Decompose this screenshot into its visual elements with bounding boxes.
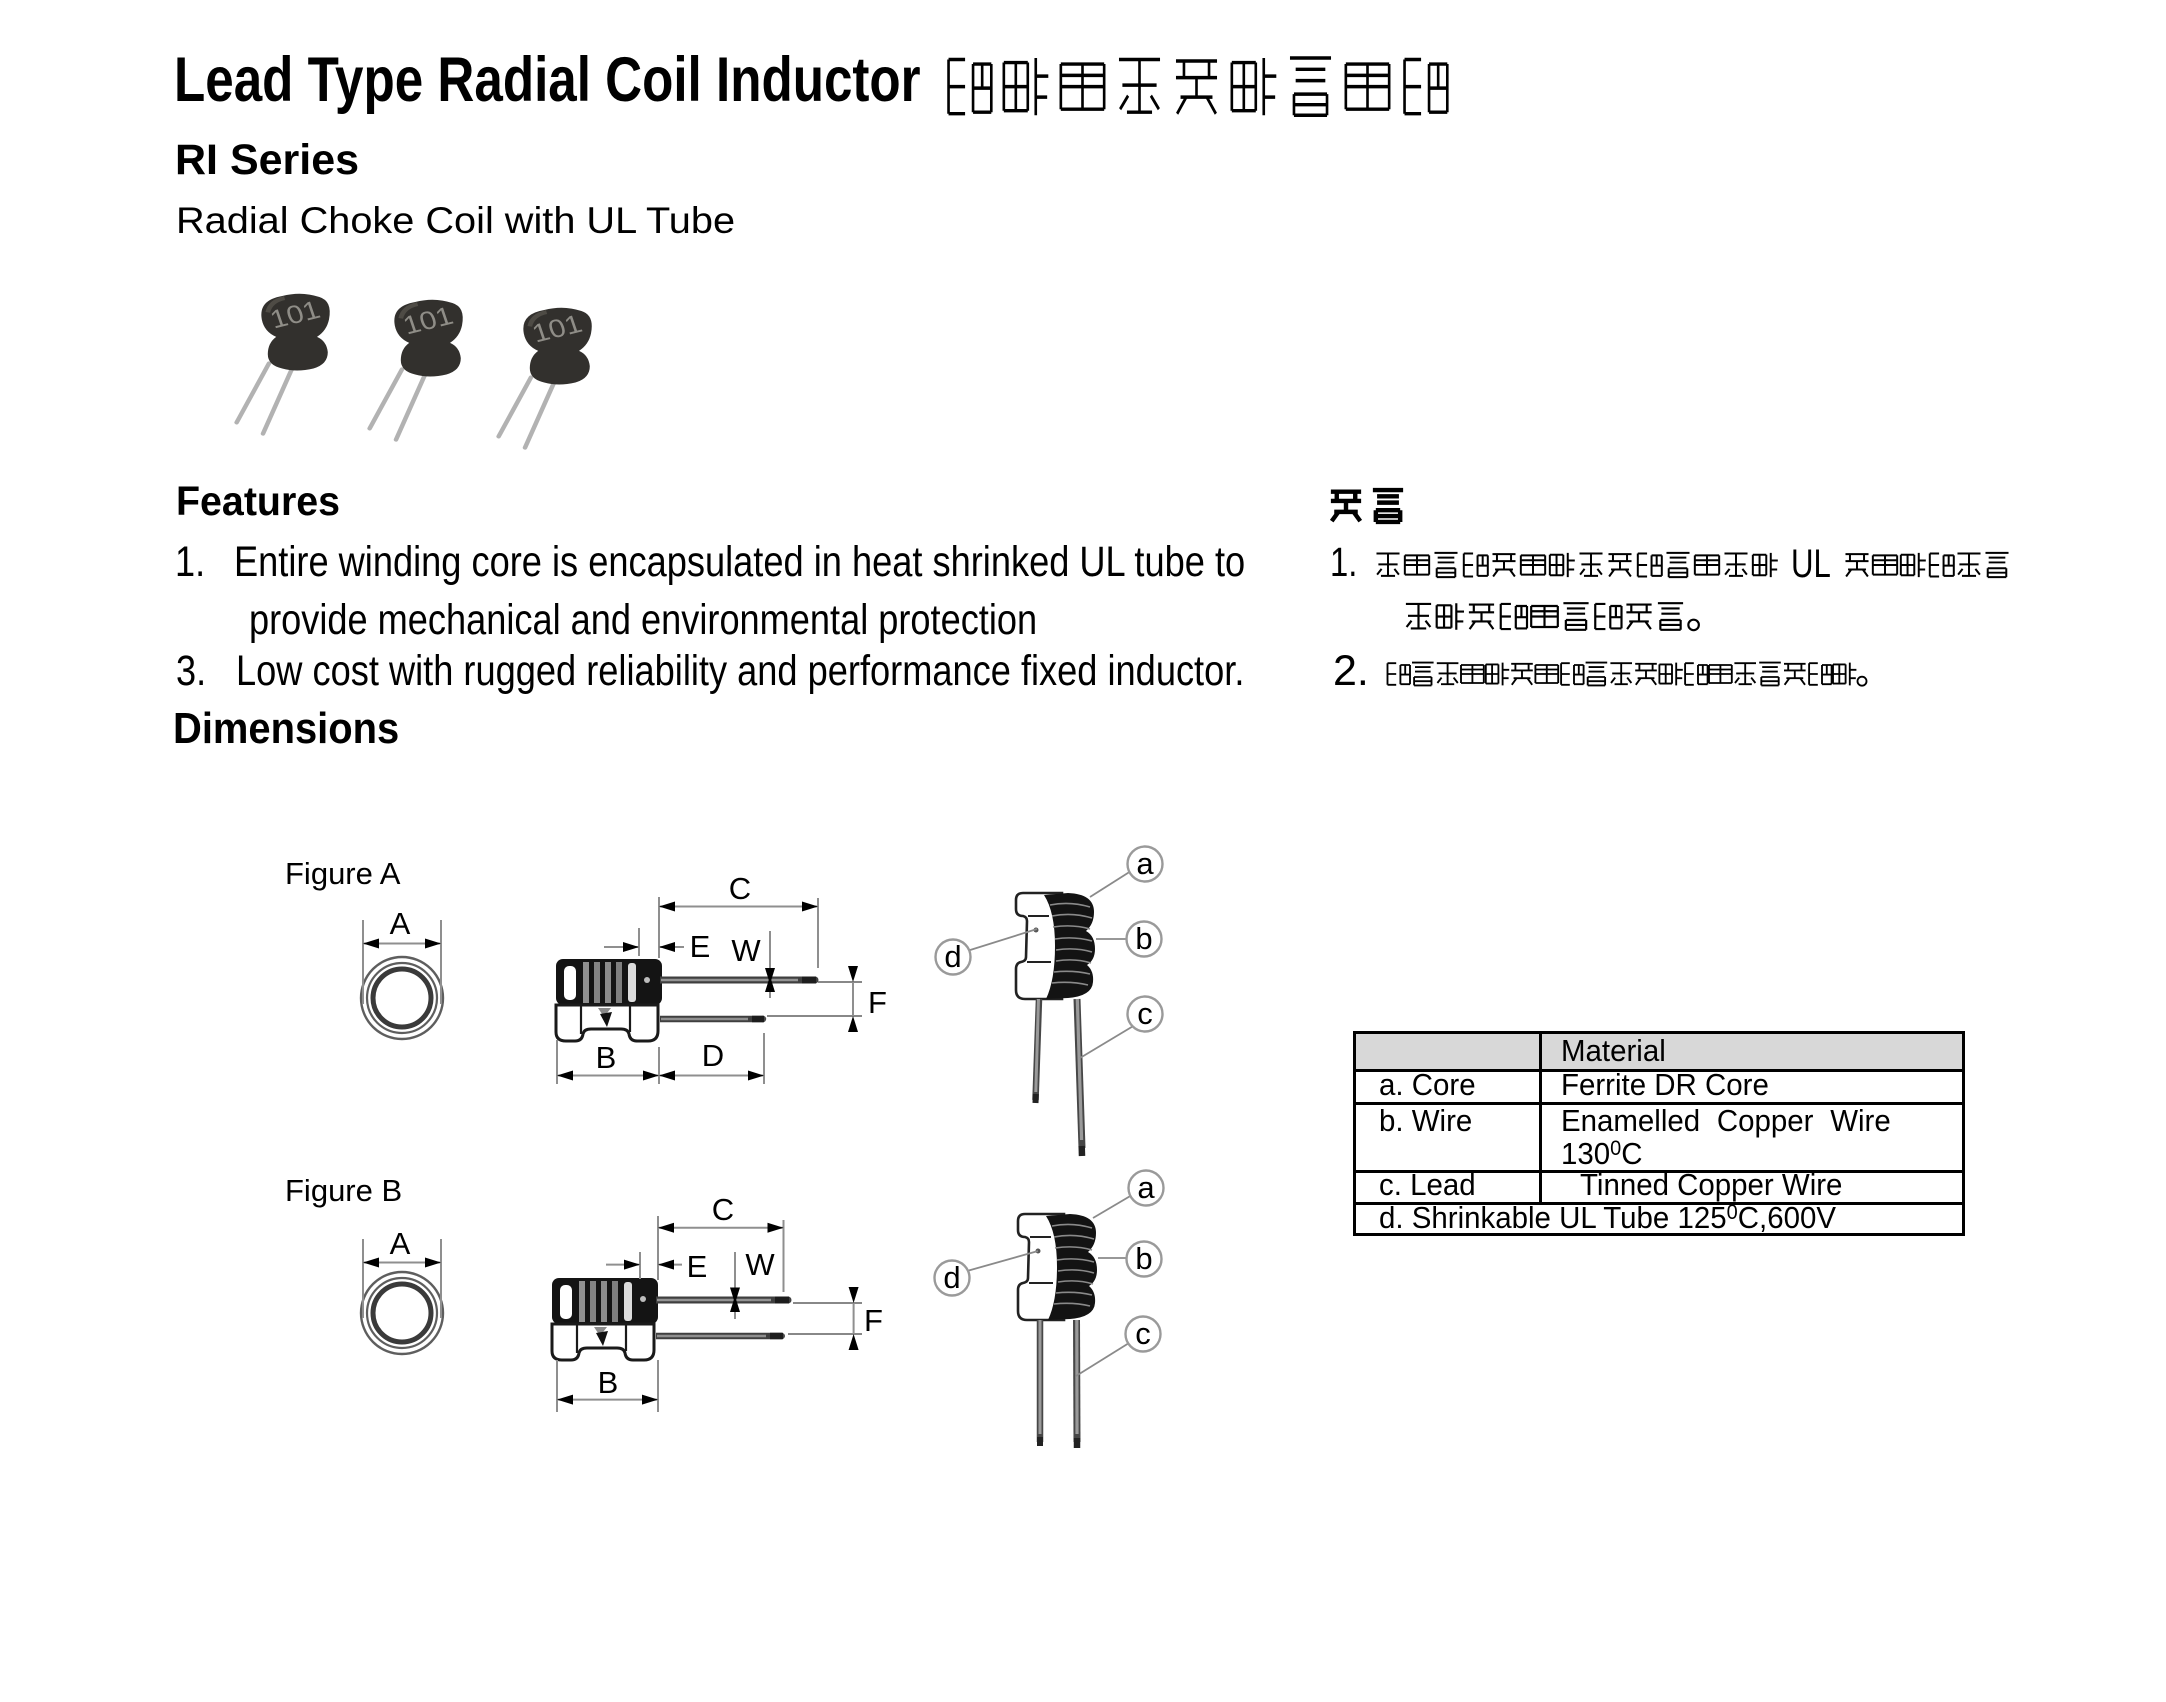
svg-text:C: C bbox=[712, 1192, 734, 1227]
svg-text:d: d bbox=[944, 939, 961, 974]
svg-text:E: E bbox=[690, 929, 711, 964]
svg-text:Figure B: Figure B bbox=[285, 1173, 402, 1208]
svg-text:a: a bbox=[1136, 846, 1154, 881]
svg-text:B: B bbox=[598, 1365, 619, 1400]
svg-text:D: D bbox=[702, 1038, 724, 1073]
svg-text:W: W bbox=[731, 933, 761, 968]
svg-text:c: c bbox=[1137, 996, 1153, 1031]
svg-text:W: W bbox=[745, 1247, 775, 1282]
svg-text:b: b bbox=[1135, 921, 1152, 956]
svg-text:F: F bbox=[868, 985, 887, 1020]
svg-text:c: c bbox=[1135, 1316, 1151, 1351]
svg-text:C: C bbox=[729, 871, 751, 906]
svg-text:a: a bbox=[1137, 1170, 1155, 1205]
svg-text:F: F bbox=[864, 1303, 883, 1338]
svg-text:b: b bbox=[1135, 1241, 1152, 1276]
svg-text:E: E bbox=[687, 1249, 708, 1284]
svg-text:Figure A: Figure A bbox=[285, 856, 401, 891]
svg-text:B: B bbox=[596, 1040, 617, 1075]
svg-text:A: A bbox=[390, 1226, 411, 1261]
svg-text:A: A bbox=[390, 906, 411, 941]
svg-text:d: d bbox=[943, 1260, 960, 1295]
